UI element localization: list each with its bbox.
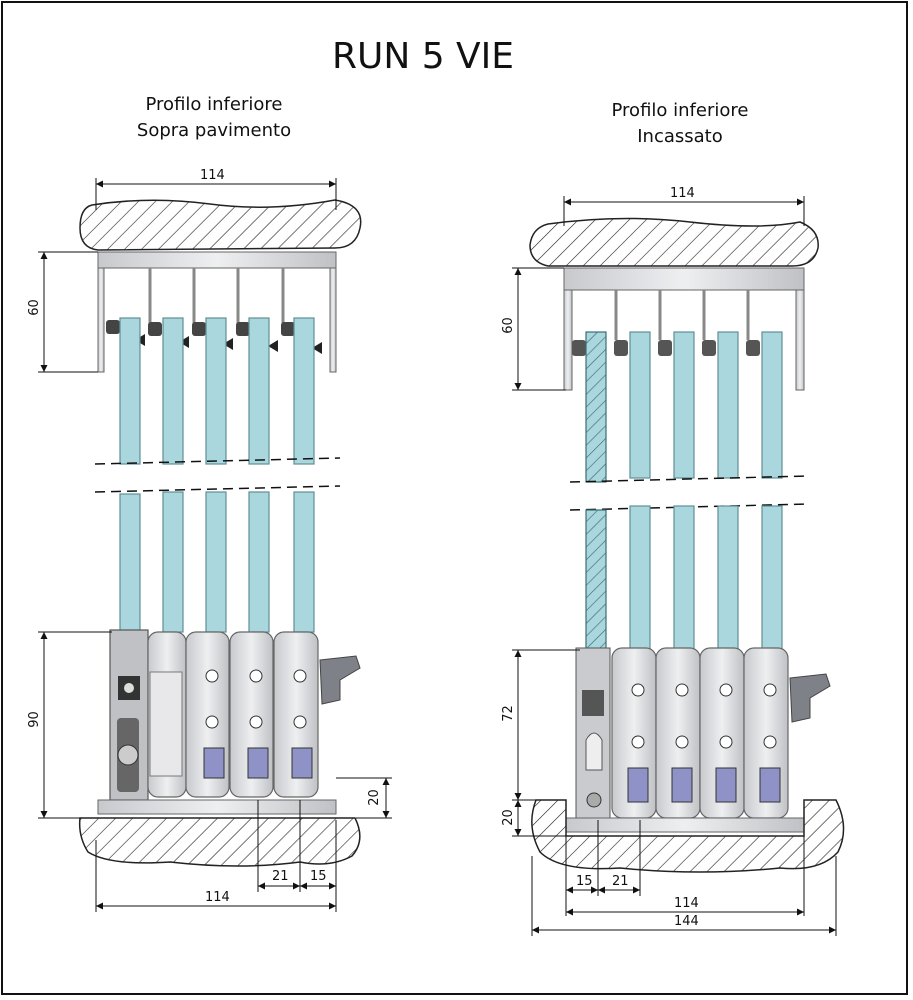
right-subtitle-line1: Profilo inferiore <box>611 100 749 121</box>
right-dim-top-width: 114 <box>670 186 695 201</box>
left-bottom-profile <box>97 629 361 815</box>
left-dim-gap-21: 21 <box>272 869 289 884</box>
left-dim-gap-15: 15 <box>310 869 327 884</box>
left-dim-top-width: 114 <box>200 168 225 183</box>
right-fixed-panel-upper <box>585 331 607 483</box>
left-subtitle-line1: Profilo inferiore <box>145 94 283 115</box>
right-dim-gap-15: 15 <box>576 874 593 889</box>
right-top-profile <box>563 267 805 391</box>
right-dim-bottom-height: 72 <box>500 705 516 722</box>
left-dim-top-height: 60 <box>26 299 42 316</box>
left-ceiling <box>79 199 362 251</box>
right-dim-top-height: 60 <box>500 317 516 334</box>
left-drawing <box>38 178 392 912</box>
left-dim-bottom-height: 90 <box>26 711 42 728</box>
right-dim-inner-width: 114 <box>674 896 699 911</box>
right-dimension-lines <box>512 196 837 936</box>
right-dim-outer-width: 144 <box>674 914 699 929</box>
left-upper-glass <box>119 317 315 465</box>
left-subtitle: Profilo inferiore Sopra pavimento <box>94 92 334 144</box>
right-subtitle: Profilo inferiore Incassato <box>560 98 800 150</box>
right-lower-glass <box>629 505 783 651</box>
left-dim-floor-height: 20 <box>366 789 382 806</box>
left-floor <box>78 817 361 867</box>
left-carriage-group <box>185 631 319 798</box>
right-dim-floor-height: 20 <box>500 809 516 826</box>
right-floor <box>531 799 845 873</box>
left-dimension-lines <box>38 178 392 912</box>
left-dim-bottom-width: 114 <box>205 890 230 905</box>
right-subtitle-line2: Incassato <box>637 126 723 147</box>
left-subtitle-line2: Sopra pavimento <box>136 120 292 141</box>
left-break-line-bottom <box>94 485 341 493</box>
right-break-line-top <box>569 475 809 483</box>
drawing-title: RUN 5 VIE <box>331 36 515 77</box>
left-top-profile <box>97 251 337 373</box>
right-bottom-profile <box>565 647 831 833</box>
left-break-line-top <box>94 457 341 465</box>
right-dim-gap-21: 21 <box>612 874 629 889</box>
right-ceiling <box>529 217 819 267</box>
right-drawing <box>512 196 845 936</box>
left-lower-glass <box>119 491 315 665</box>
right-upper-glass <box>629 331 783 479</box>
